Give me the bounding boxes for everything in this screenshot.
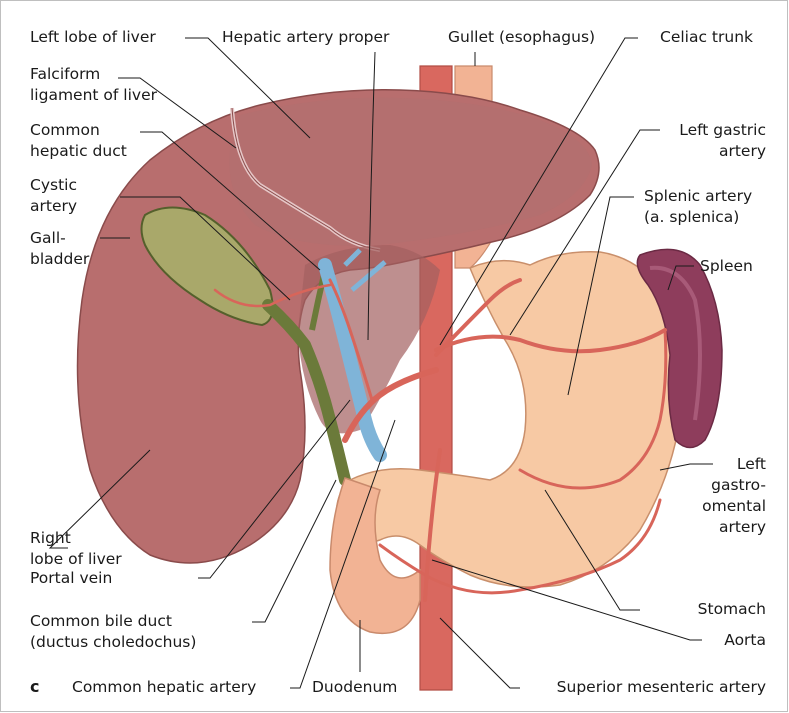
label-left-gastroomental-2: gastro- — [711, 475, 766, 496]
label-stomach: Stomach — [698, 599, 766, 620]
label-cystic-artery-1: Cystic — [30, 175, 77, 196]
label-right-lobe-1: Right — [30, 528, 71, 549]
label-right-lobe-2: lobe of liver — [30, 549, 122, 570]
label-falciform-1: Falciform — [30, 64, 100, 85]
label-duodenum: Duodenum — [312, 677, 397, 698]
label-left-gastroomental-3: omental — [702, 496, 766, 517]
label-gallbladder-2: bladder — [30, 249, 89, 270]
label-falciform-2: ligament of liver — [30, 85, 157, 106]
panel-letter: c — [30, 677, 39, 696]
label-gallbladder-1: Gall- — [30, 228, 66, 249]
label-left-gastroomental-4: artery — [719, 517, 766, 538]
label-splenic-artery-1: Splenic artery — [644, 186, 752, 207]
label-cystic-artery-2: artery — [30, 196, 77, 217]
label-spleen: Spleen — [700, 256, 753, 277]
label-common-hepatic-duct-2: hepatic duct — [30, 141, 127, 162]
label-aorta: Aorta — [724, 630, 766, 651]
label-splenic-artery-2: (a. splenica) — [644, 207, 739, 228]
label-common-hepatic-duct-1: Common — [30, 120, 100, 141]
label-left-gastric-artery-1: Left gastric — [679, 120, 766, 141]
label-left-lobe-of-liver: Left lobe of liver — [30, 27, 156, 48]
label-common-bile-duct-2: (ductus choledochus) — [30, 632, 196, 653]
label-common-bile-duct-1: Common bile duct — [30, 611, 172, 632]
label-common-hepatic-artery: Common hepatic artery — [72, 677, 256, 698]
label-portal-vein: Portal vein — [30, 568, 112, 589]
label-gullet: Gullet (esophagus) — [448, 27, 595, 48]
label-left-gastroomental-1: Left — [737, 454, 766, 475]
label-celiac-trunk: Celiac trunk — [660, 27, 753, 48]
label-hepatic-artery-proper: Hepatic artery proper — [222, 27, 389, 48]
label-left-gastric-artery-2: artery — [719, 141, 766, 162]
label-superior-mesenteric-artery: Superior mesenteric artery — [557, 677, 766, 698]
